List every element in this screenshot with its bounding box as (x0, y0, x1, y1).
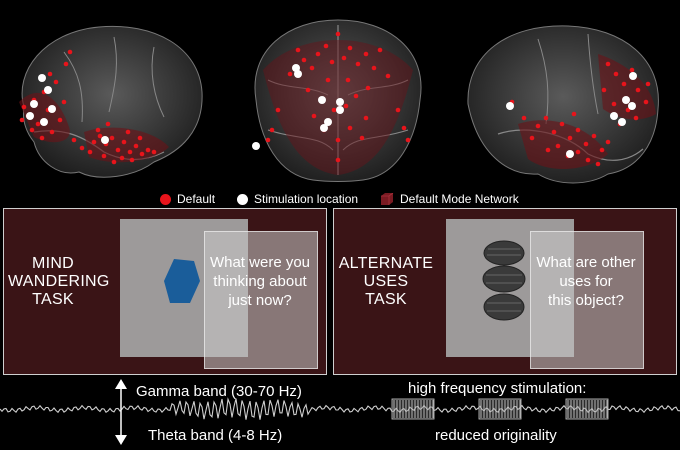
task-line: TASK (32, 291, 74, 308)
task-line: USES (363, 273, 409, 290)
blue-hexagon-icon (164, 259, 200, 303)
question-line: uses for (559, 273, 613, 290)
eeg-waveform (0, 397, 680, 420)
question-line: just now? (228, 292, 292, 309)
stimulation-title: high frequency stimulation: (408, 380, 587, 397)
mind-wandering-panel: MIND WANDERING TASK What were you thinki… (3, 208, 327, 375)
question-slide (204, 231, 318, 369)
red-dot-icon (160, 193, 171, 205)
alternate-uses-task-label: ALTERNATE USES TASK (336, 255, 436, 309)
task-line: TASK (365, 291, 407, 308)
legend-dmn-label: Default Mode Network (400, 192, 519, 206)
stimulation-points-left (26, 74, 109, 144)
legend-default-label: Default (177, 192, 216, 206)
task-line: MIND (31, 255, 75, 272)
stimulation-burst-1 (391, 398, 435, 420)
question-slide (530, 231, 644, 369)
question-line: What were you (209, 254, 311, 271)
legend-stimulation: Stimulation location (237, 192, 358, 206)
default-points-left (19, 49, 157, 165)
brain-left-lateral-view (19, 25, 203, 178)
double-arrow-icon (115, 379, 127, 445)
theta-band-label: Theta band (4-8 Hz) (148, 427, 283, 444)
stimulation-burst-2 (478, 398, 522, 420)
task-line: ALTERNATE (338, 255, 434, 272)
task-line: WANDERING (8, 273, 110, 290)
gamma-band-label: Gamma band (30-70 Hz) (136, 383, 302, 400)
brain-posterior-view (252, 19, 422, 182)
legend: Default Stimulation location Default Mod… (0, 192, 680, 210)
legend-stimulation-label: Stimulation location (254, 192, 359, 206)
question-line: What are other (536, 254, 636, 271)
legend-default: Default (160, 192, 215, 206)
legend-dmn: Default Mode Network (380, 192, 519, 206)
question-line: this object? (548, 292, 624, 309)
stimulation-result: reduced originality (435, 427, 557, 444)
mind-wandering-task-label: MIND WANDERING TASK (8, 255, 110, 309)
question-line: thinking about (213, 273, 307, 290)
stacked-tires-icon (482, 240, 526, 321)
mind-wandering-question: What were you thinking about just now? (208, 253, 312, 310)
dmn-cube-icon (381, 192, 394, 205)
white-dot-icon (237, 193, 248, 205)
alternate-uses-question: What are other uses for this object? (534, 253, 638, 310)
brain-right-lateral-view (467, 25, 659, 184)
alternate-uses-panel: ALTERNATE USES TASK What are other uses … (333, 208, 677, 375)
stimulation-burst-3 (565, 398, 609, 420)
